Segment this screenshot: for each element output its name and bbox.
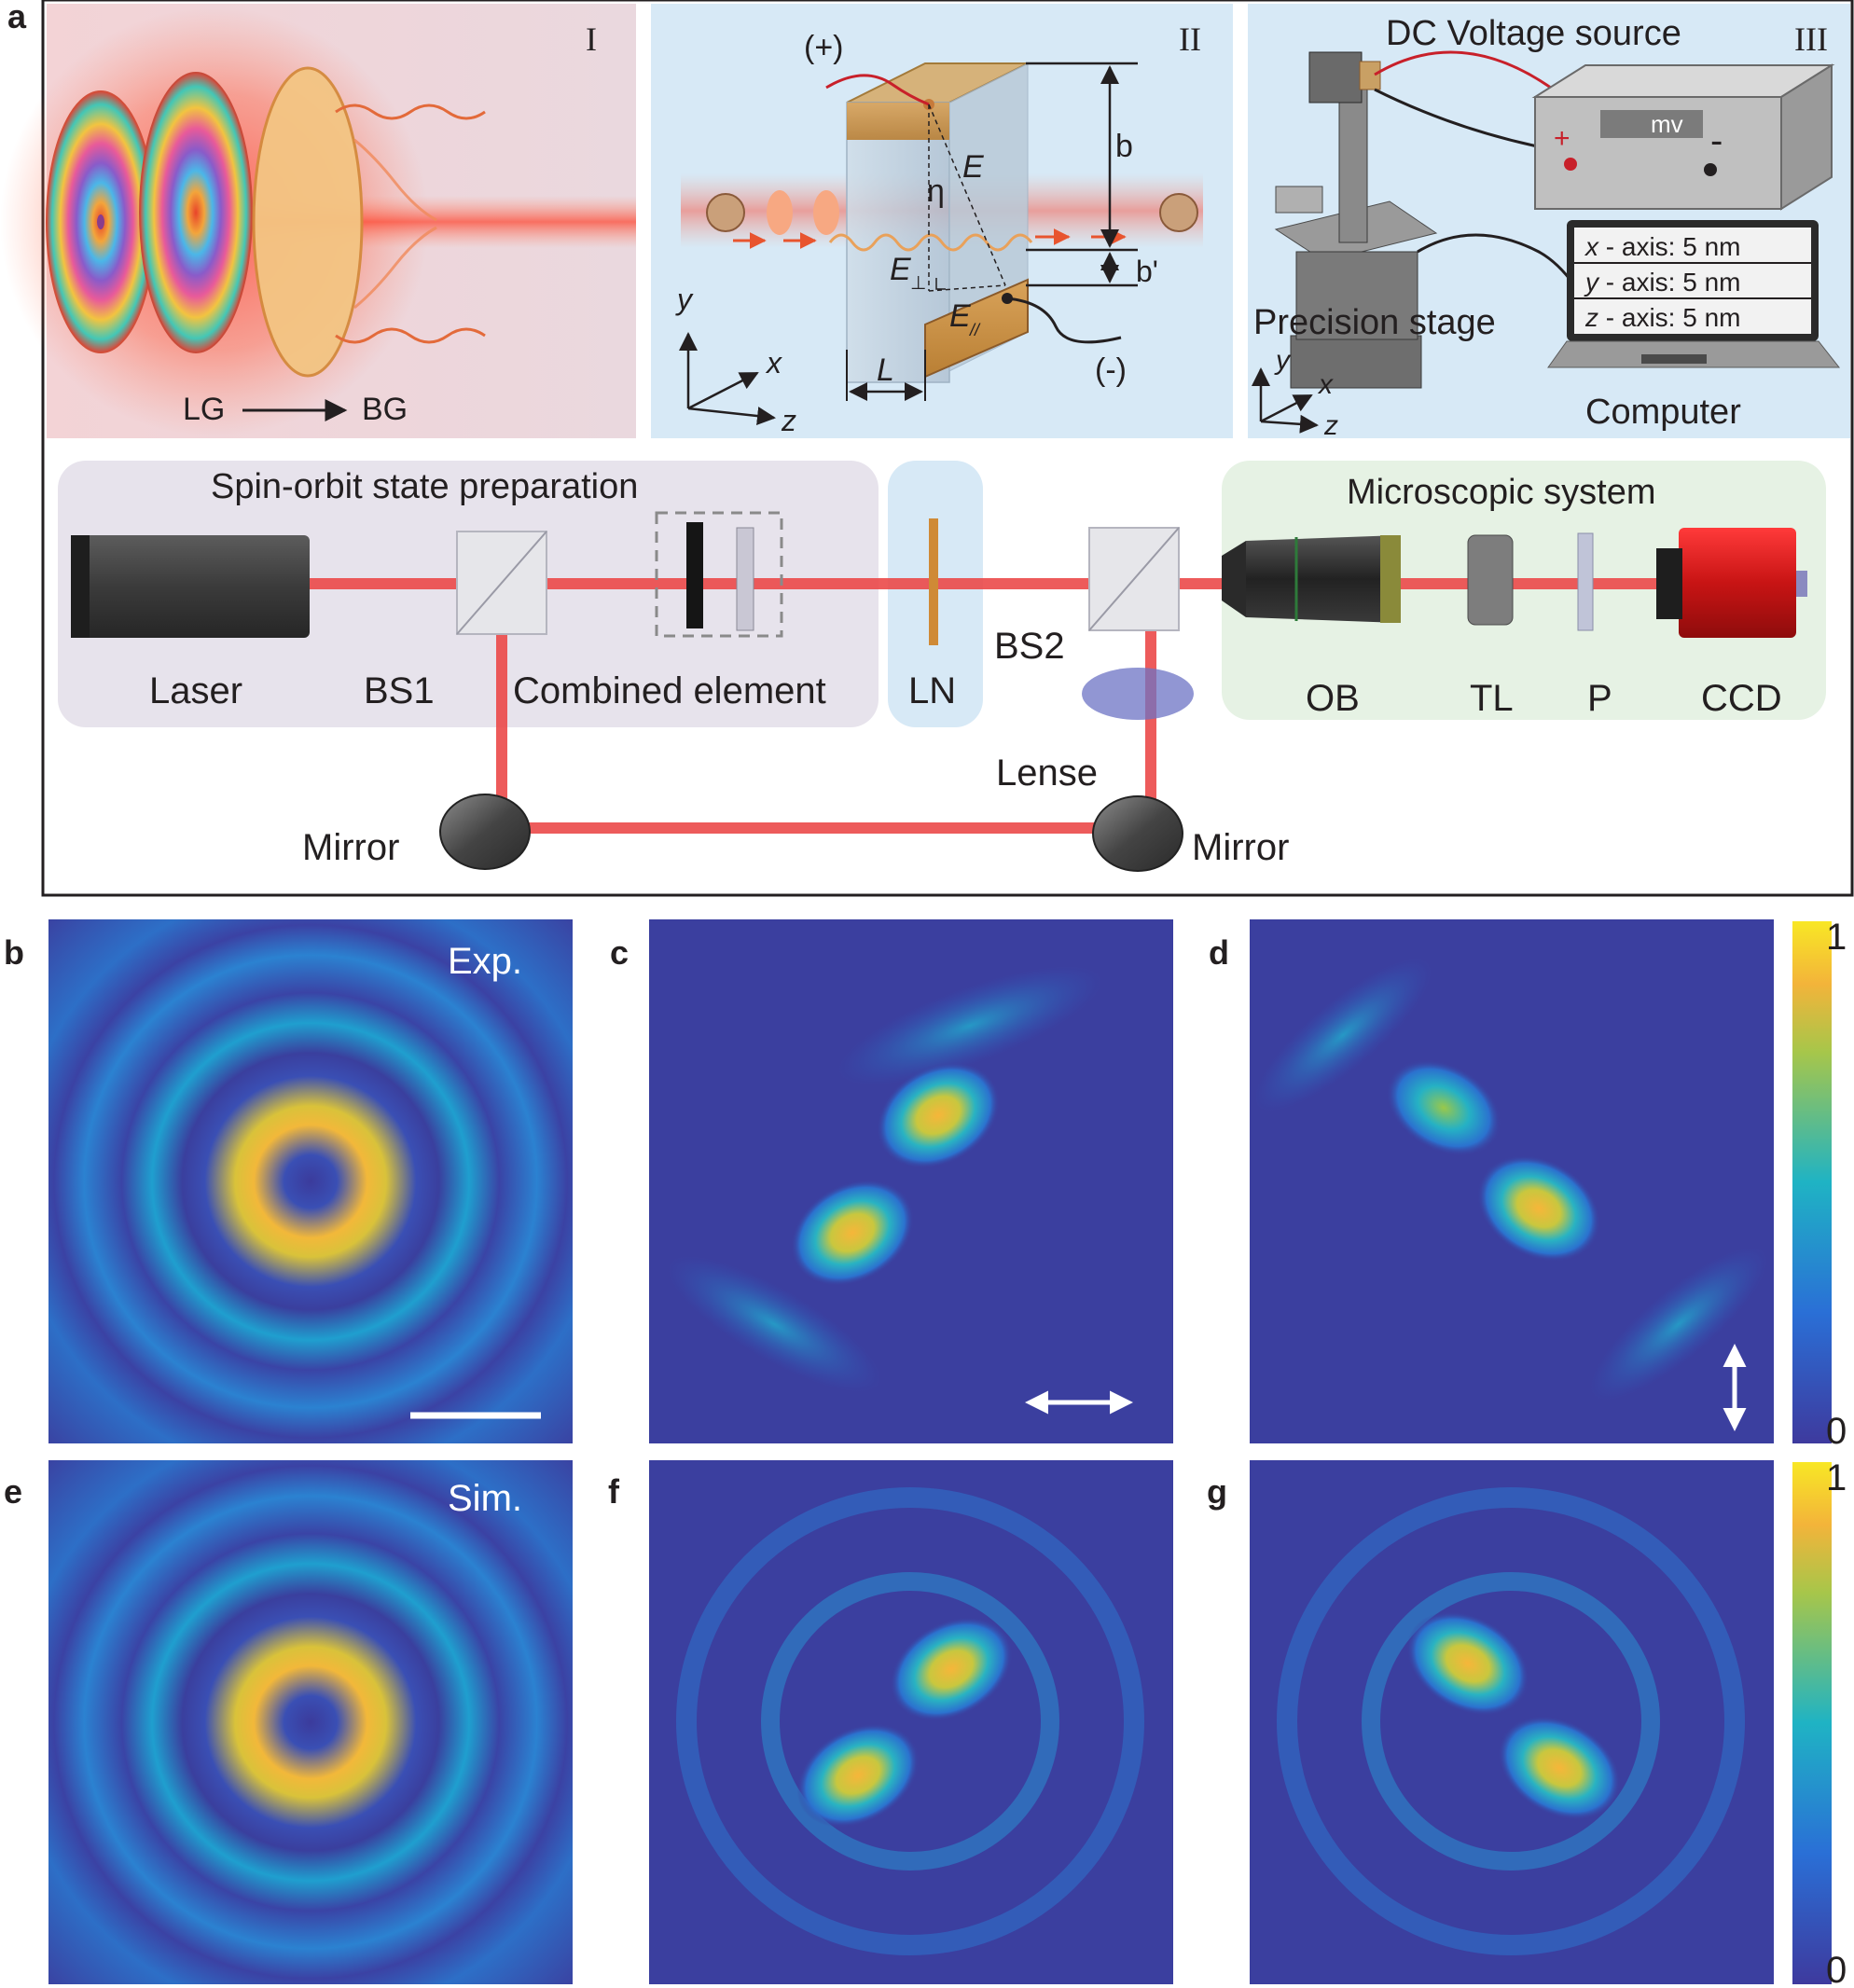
inset-i: I LG BG — [0, 4, 636, 438]
map-c-exp-horizontal — [649, 919, 1173, 1443]
polarizer — [1577, 532, 1594, 631]
l-label: L — [877, 352, 894, 388]
e-par-label: E — [949, 298, 971, 334]
colorbar-bottom — [1792, 1462, 1832, 1984]
laser — [71, 535, 310, 638]
inset-ii-roman: II — [1179, 21, 1201, 58]
map-f-sim-horizontal — [649, 1460, 1173, 1984]
panel-letter-c: c — [610, 933, 629, 972]
fan-phase-plate — [139, 72, 253, 353]
e-perp-label: E — [890, 252, 911, 287]
eta-label: η — [927, 173, 945, 209]
dc-plus-label: + — [1554, 123, 1570, 154]
panel-letter-e: e — [4, 1472, 22, 1511]
inset-i-roman: I — [586, 21, 597, 58]
e-perp-subscript: ⊥ — [910, 273, 926, 294]
bs2-label: BS2 — [994, 626, 1065, 667]
b-label: b — [1115, 129, 1133, 164]
mirror-left — [439, 794, 531, 870]
map-d-exp-vertical — [1250, 919, 1774, 1443]
stage-base — [1290, 335, 1422, 389]
dc-title: DC Voltage source — [1386, 14, 1681, 53]
map-e-sim-ring: Sim. — [48, 1460, 573, 1984]
mv-label: mv — [1651, 110, 1683, 138]
colorbar-bottom-min: 0 — [1826, 1950, 1847, 1988]
positive-wire — [825, 74, 930, 106]
colorbar-top-min: 0 — [1826, 1411, 1847, 1452]
inset-iii: mv + - DC Voltage source III x - axis: 5… — [1248, 4, 1850, 441]
precision-stage-label: Precision stage — [1253, 303, 1496, 342]
spin-orbit-title: Spin-orbit state preparation — [211, 467, 638, 506]
lg-label: LG — [183, 392, 225, 427]
objective — [1246, 535, 1399, 623]
plus-label: (+) — [804, 30, 844, 65]
microscope-title: Microscopic system — [1347, 473, 1656, 512]
ob-label: OB — [1306, 678, 1360, 719]
exp-label-b: Exp. — [448, 941, 522, 982]
panel-letter-d: d — [1209, 933, 1229, 972]
ccd-camera — [1679, 528, 1796, 638]
screen-row-x: x - axis: 5 nm — [1584, 232, 1740, 261]
laser-label: Laser — [149, 670, 242, 711]
panel-letter-f: f — [608, 1472, 620, 1511]
lense-label: Lense — [996, 752, 1098, 794]
inset-ii: II (+) (-) η E E ⊥ E // b b' L y x z — [651, 4, 1233, 438]
bg-mode-out — [1159, 193, 1198, 232]
ii-axis-y: y — [675, 283, 694, 316]
b-prime-label: b' — [1136, 255, 1158, 288]
combined-element-label: Combined element — [513, 670, 826, 711]
ccd-label: CCD — [1701, 678, 1782, 719]
tube-lens — [1467, 534, 1514, 626]
mv-display — [1600, 110, 1703, 138]
p-label: P — [1587, 678, 1612, 719]
bg-label: BG — [362, 392, 408, 427]
screen-row-z: z - axis: 5 nm — [1584, 303, 1740, 332]
mirror-right — [1092, 795, 1183, 872]
panel-letter-g: g — [1207, 1472, 1227, 1511]
colorbar-top — [1792, 921, 1832, 1443]
ln-label: LN — [908, 670, 956, 711]
ii-axis-x: x — [765, 346, 782, 380]
bs1-label: BS1 — [364, 670, 435, 711]
iii-axis-z: z — [1323, 410, 1338, 441]
axicon — [252, 66, 364, 378]
negative-wire — [1006, 297, 1122, 344]
waveplate — [686, 522, 703, 628]
q-plate — [736, 527, 754, 631]
optical-setup: Spin-orbit state preparation Microscopic… — [58, 461, 1826, 872]
panel-letter-b: b — [4, 933, 24, 972]
mirror-left-label: Mirror — [302, 827, 399, 868]
tl-label: TL — [1470, 678, 1514, 719]
inset-iii-roman: III — [1794, 21, 1828, 58]
e-label: E — [962, 149, 984, 185]
sim-label-e: Sim. — [448, 1478, 522, 1519]
iii-axis-y: y — [1274, 345, 1292, 376]
bg-mode-in — [706, 193, 745, 232]
combined-element-frame — [655, 511, 783, 638]
e-par-subscript: // — [968, 321, 981, 339]
minus-label: (-) — [1095, 352, 1127, 388]
colorbar-top-max: 1 — [1826, 917, 1847, 958]
map-b-exp-ring: Exp. — [48, 919, 573, 1443]
colorbar-bottom-max: 1 — [1826, 1457, 1847, 1498]
iii-axis-x: x — [1317, 369, 1334, 400]
ii-axis-z: z — [781, 404, 796, 437]
microscope-box — [1222, 461, 1826, 720]
screen-row-y: y - axis: 5 nm — [1584, 268, 1740, 297]
lense — [1082, 668, 1194, 720]
ln-crystal — [929, 518, 938, 645]
mirror-right-label: Mirror — [1192, 827, 1289, 868]
map-g-sim-vertical — [1250, 1460, 1774, 1984]
computer-label: Computer — [1585, 393, 1741, 432]
panel-letter-a: a — [7, 0, 27, 35]
panel-a-frame — [41, 0, 1854, 897]
dc-minus-label: - — [1710, 120, 1723, 161]
